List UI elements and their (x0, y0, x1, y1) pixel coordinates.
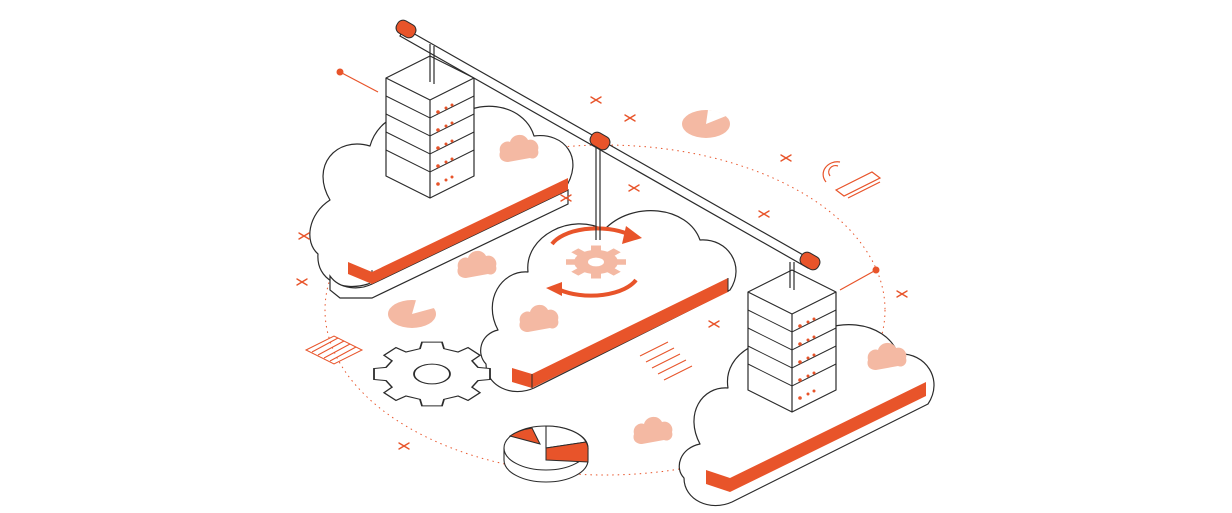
sync-arrows-icon (550, 226, 629, 246)
cross-mark-icon (708, 320, 720, 328)
cross-mark-icon (298, 232, 310, 240)
hatch-pattern-icon (639, 341, 693, 381)
cross-mark-icon (296, 278, 308, 286)
left-cloud-platform (309, 105, 574, 299)
gear-icon (566, 245, 626, 279)
connection-rod (395, 19, 821, 290)
right-connector-line (839, 269, 877, 291)
cross-mark-icon (398, 442, 410, 450)
middle-platform-accent-stripe (512, 278, 728, 388)
right-server-rack (747, 269, 837, 413)
sync-gear-group (546, 226, 642, 298)
cross-mark-icon (780, 154, 792, 162)
left-platform-accent-stripe (348, 178, 568, 284)
left-connector-line (339, 71, 379, 93)
3d-pie-chart-icon (503, 425, 589, 483)
dotted-orbit-path (324, 144, 886, 476)
cloud-icon (633, 416, 673, 444)
right-platform-accent-stripe (706, 382, 926, 492)
pie-chart-icon (388, 300, 436, 328)
cloud-icon (457, 250, 497, 278)
cross-mark-icon (758, 210, 770, 218)
cross-mark-icon (624, 114, 636, 122)
cross-mark-icon (590, 96, 602, 104)
pie-chart-icon (682, 110, 730, 138)
wireless-sensor-icon (822, 161, 882, 199)
middle-cloud-platform (480, 210, 737, 393)
cross-mark-icon (896, 290, 908, 298)
server-rack-icon (747, 269, 837, 413)
right-cloud-platform (678, 324, 935, 507)
hatch-pattern-icon (304, 335, 364, 365)
gear-icon (373, 341, 491, 407)
cross-mark-icon (628, 184, 640, 192)
